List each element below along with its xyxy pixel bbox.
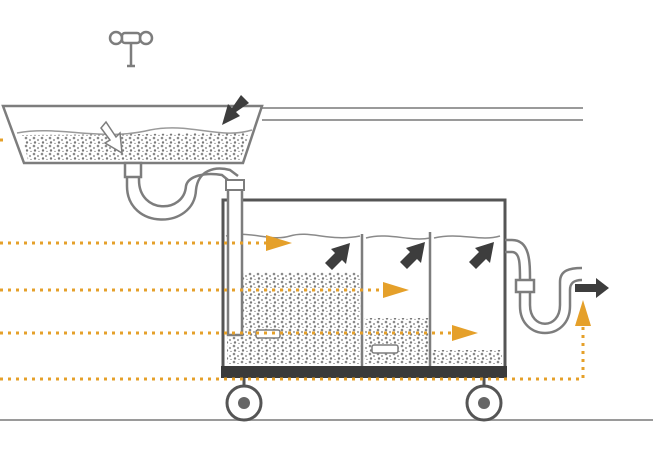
background-rails: [0, 107, 653, 421]
sink-drain-pipe: [123, 161, 239, 221]
arrow-down-left-icon: [222, 95, 249, 125]
grease-separator-tank: [221, 179, 507, 378]
arrow-right-icon: [383, 282, 409, 298]
flow-lines: [0, 138, 585, 381]
dark-arrows: [222, 95, 609, 298]
outlet-arrow-icon: [575, 278, 609, 298]
arrow-right-icon: [452, 325, 478, 341]
flow-arrowheads: [266, 235, 591, 341]
sink-flow-arrow: [100, 120, 123, 155]
arrow-up-right-icon: [400, 242, 425, 269]
arrow-up-right-icon: [469, 242, 494, 269]
arrow-up-right-icon: [325, 243, 350, 270]
caster-wheel-icon: [225, 378, 503, 422]
faucet-icon: [108, 30, 154, 68]
arrow-right-icon: [266, 235, 292, 251]
p-trap: [505, 238, 583, 335]
sink-basin: [1, 104, 264, 165]
arrow-up-icon: [575, 300, 591, 326]
